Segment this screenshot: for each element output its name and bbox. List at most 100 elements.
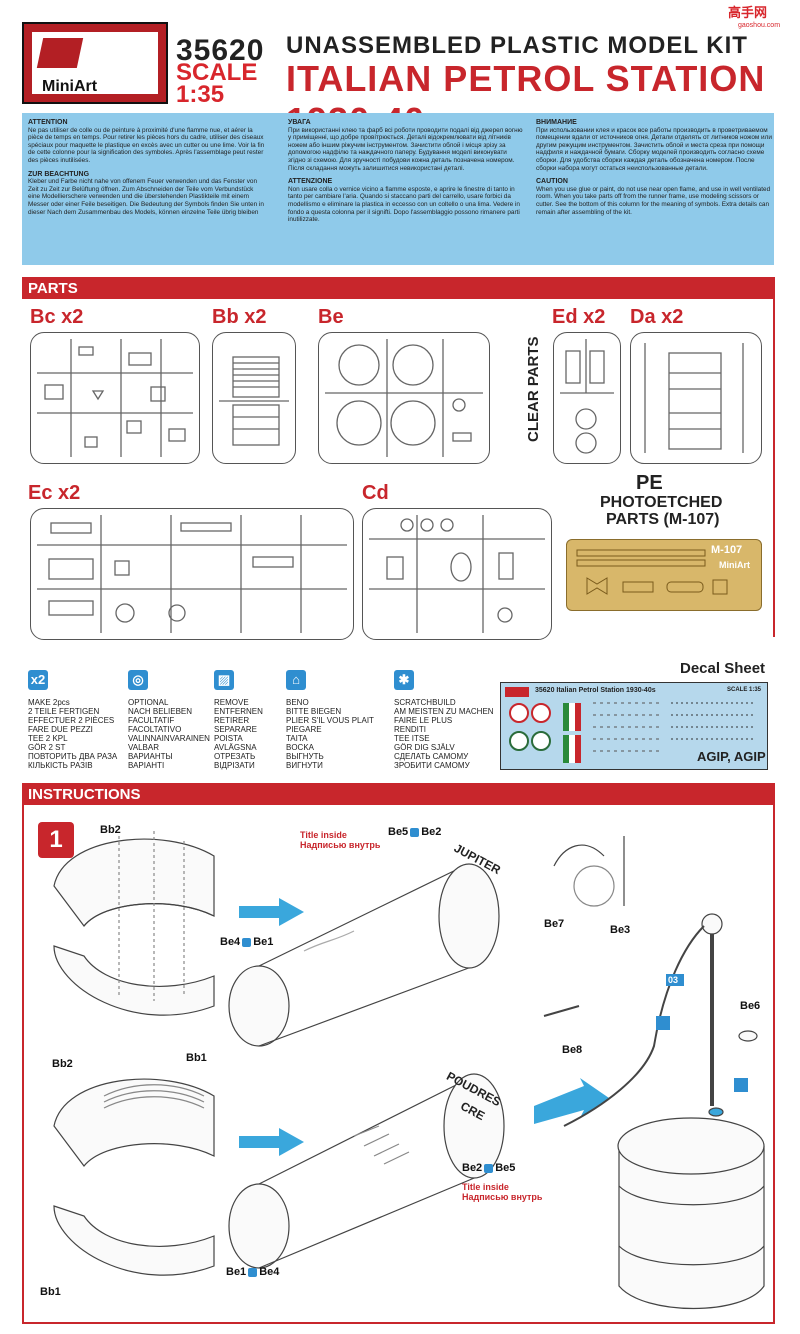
- legend-line: GÖR DIG SJÄLV: [394, 743, 455, 752]
- warnings-panel: ATTENTION Ne pas utiliser de colle ou de…: [22, 113, 774, 265]
- legend-line: 2 TEILE FERTIGEN: [28, 707, 100, 716]
- warning-text: Ne pas utiliser de colle ou de peinture …: [28, 126, 265, 164]
- header: 高手网 gaoshou.com MiniArt 35620 SCALE 1:35…: [0, 0, 800, 141]
- part-be5: Be5: [388, 826, 409, 838]
- legend-line: FAIRE LE PLUS: [394, 716, 453, 725]
- sprue-ed: [553, 332, 621, 464]
- warning-text: При использовании клея и красок все рабо…: [536, 126, 772, 172]
- legend-line: BITTE BIEGEN: [286, 707, 342, 716]
- pe-line2: PARTS (M-107): [606, 511, 720, 528]
- legend-line: PIEGARE: [286, 725, 322, 734]
- sprue-label-ec: Ec x2: [28, 482, 81, 504]
- sprue-cd: [362, 508, 552, 640]
- instructions-section-bar: INSTRUCTIONS: [22, 783, 774, 805]
- warning-heading: ATTENTION: [28, 119, 68, 126]
- title-inside-en: Title inside: [300, 830, 347, 840]
- label-be3: Be3: [610, 924, 631, 936]
- legend-line: TEE 2 KPL: [28, 734, 68, 743]
- warning-heading: CAUTION: [536, 178, 568, 186]
- watermark-url: gaoshou.com: [738, 22, 781, 29]
- label-be4-be1: Be4 Be1: [220, 936, 273, 948]
- optional-icon: ◎: [128, 670, 148, 690]
- label-bb2-bottom: Bb2: [52, 1058, 73, 1070]
- legend-line: ВАРИАНТЫ: [128, 752, 173, 761]
- legend-line: ПОВТОРИТЬ ДВА РАЗА: [28, 752, 118, 761]
- title-top: UNASSEMBLED PLASTIC MODEL KIT: [286, 32, 748, 59]
- decal-brand: AGIP, AGIP: [697, 749, 766, 764]
- optional-icon: [242, 937, 252, 947]
- sprue-label-bb: Bb x2: [212, 306, 267, 328]
- pe-sheet-code: M-107: [711, 544, 743, 556]
- legend-line: ОТРЕЗАТЬ: [214, 752, 256, 761]
- legend-line: ВАРІАНТІ: [128, 761, 165, 770]
- part-be4: Be4: [220, 936, 241, 948]
- title-inside-note-2: Title inside Надписью внутрь: [462, 1182, 542, 1202]
- logo-mark: [36, 38, 84, 68]
- label-be5-be2: Be5 Be2: [388, 826, 441, 838]
- legend-line: FACOLTATIVO: [128, 725, 182, 734]
- sprue-bc-drawing: [37, 339, 193, 457]
- label-be6: Be6: [740, 1000, 761, 1012]
- brand-name: MiniArt: [42, 78, 98, 95]
- sprue-label-be: Be: [318, 306, 344, 328]
- legend-text-remove: REMOVE ENTFERNEN RETIRER SEPARARE POISTA…: [214, 698, 263, 770]
- legend-line: VALBAR: [128, 743, 159, 752]
- legend-make2: x2 MAKE 2pcs 2 TEILE FERTIGEN EFFECTUER …: [28, 670, 117, 770]
- legend-line: NACH BELIEBEN: [128, 707, 193, 716]
- legend-line: SCRATCHBUILD: [394, 698, 456, 707]
- part-be1: Be1: [253, 936, 274, 948]
- instructions-section-label: INSTRUCTIONS: [28, 786, 141, 803]
- warnings-col-1: ATTENTION Ne pas utiliser de colle ou de…: [28, 119, 266, 222]
- assembly-drawing: [53, 831, 765, 1310]
- legend-line: VALINNAINVARAINEN: [128, 734, 210, 743]
- warning-heading: УВАГА: [288, 119, 311, 126]
- decal-title: Decal Sheet: [680, 660, 766, 677]
- label-bb1-top: Bb1: [186, 1052, 207, 1064]
- part-be5: Be5: [495, 1162, 516, 1174]
- warning-text: Kleber und Farbe nicht nahe von offenem …: [28, 178, 264, 216]
- sprue-label-bc: Bc x2: [30, 306, 84, 328]
- sprue-da-drawing: [644, 343, 744, 453]
- legend-line: RENDITI: [394, 725, 426, 734]
- sprue-be-drawing: [325, 339, 483, 457]
- legend-text-scratchbuild: SCRATCHBUILD AM MEISTEN ZU MACHEN FAIRE …: [394, 698, 494, 770]
- legend-line: BENO: [286, 698, 309, 707]
- bend-icon: ⌂: [286, 670, 306, 690]
- sprue-ed-drawing: [560, 339, 614, 454]
- x2-icon: x2: [28, 670, 48, 690]
- pe-line1: PHOTOETCHED: [600, 494, 723, 511]
- scale-label: SCALE: [176, 59, 258, 86]
- kit-number: 35620: [176, 34, 265, 67]
- warning-heading: ВНИМАНИЕ: [536, 119, 577, 126]
- step-number: 1: [38, 822, 74, 858]
- sprue-da: [630, 332, 762, 464]
- decal-sheet: 35620 Italian Petrol Station 1930-40s SC…: [500, 682, 768, 770]
- parts-section-bar: PARTS: [22, 277, 774, 299]
- sprue-bc: [30, 332, 200, 464]
- part-be2: Be2: [421, 826, 442, 838]
- legend-line: СДЕЛАТЬ САМОМУ: [394, 752, 469, 761]
- legend-line: ВІДРІЗАТИ: [214, 761, 255, 770]
- title-inside-ru: Надписью внутрь: [462, 1192, 543, 1202]
- instructions-left-border: [22, 783, 24, 1323]
- watermark-site: 高手网: [728, 5, 768, 20]
- legend-line: AVLÄGSNA: [214, 743, 257, 752]
- legend-line: BOCKA: [286, 743, 315, 752]
- sprue-ec: [30, 508, 354, 640]
- sprue-ec-drawing: [37, 515, 347, 633]
- legend-text-make2: MAKE 2pcs 2 TEILE FERTIGEN EFFECTUER 2 P…: [28, 698, 117, 770]
- logo-panel: MiniArt: [32, 32, 158, 95]
- legend-line: MAKE 2pcs: [28, 698, 70, 707]
- label-bb2-top: Bb2: [100, 824, 121, 836]
- parts-right-border: [773, 277, 775, 637]
- part-be1: Be1: [226, 1266, 247, 1278]
- legend-line: FARE DUE PEZZI: [28, 725, 93, 734]
- warnings-col-3: ВНИМАНИЕ При использовании клея и красок…: [536, 119, 774, 222]
- scale-value: 1:35: [176, 81, 225, 108]
- title-inside-note-1: Title inside Надписью внутрь: [300, 830, 380, 850]
- decal-scale: SCALE 1:35: [727, 687, 762, 693]
- legend-line: ЗРОБИТИ САМОМУ: [394, 761, 470, 770]
- parts-section-label: PARTS: [28, 280, 78, 297]
